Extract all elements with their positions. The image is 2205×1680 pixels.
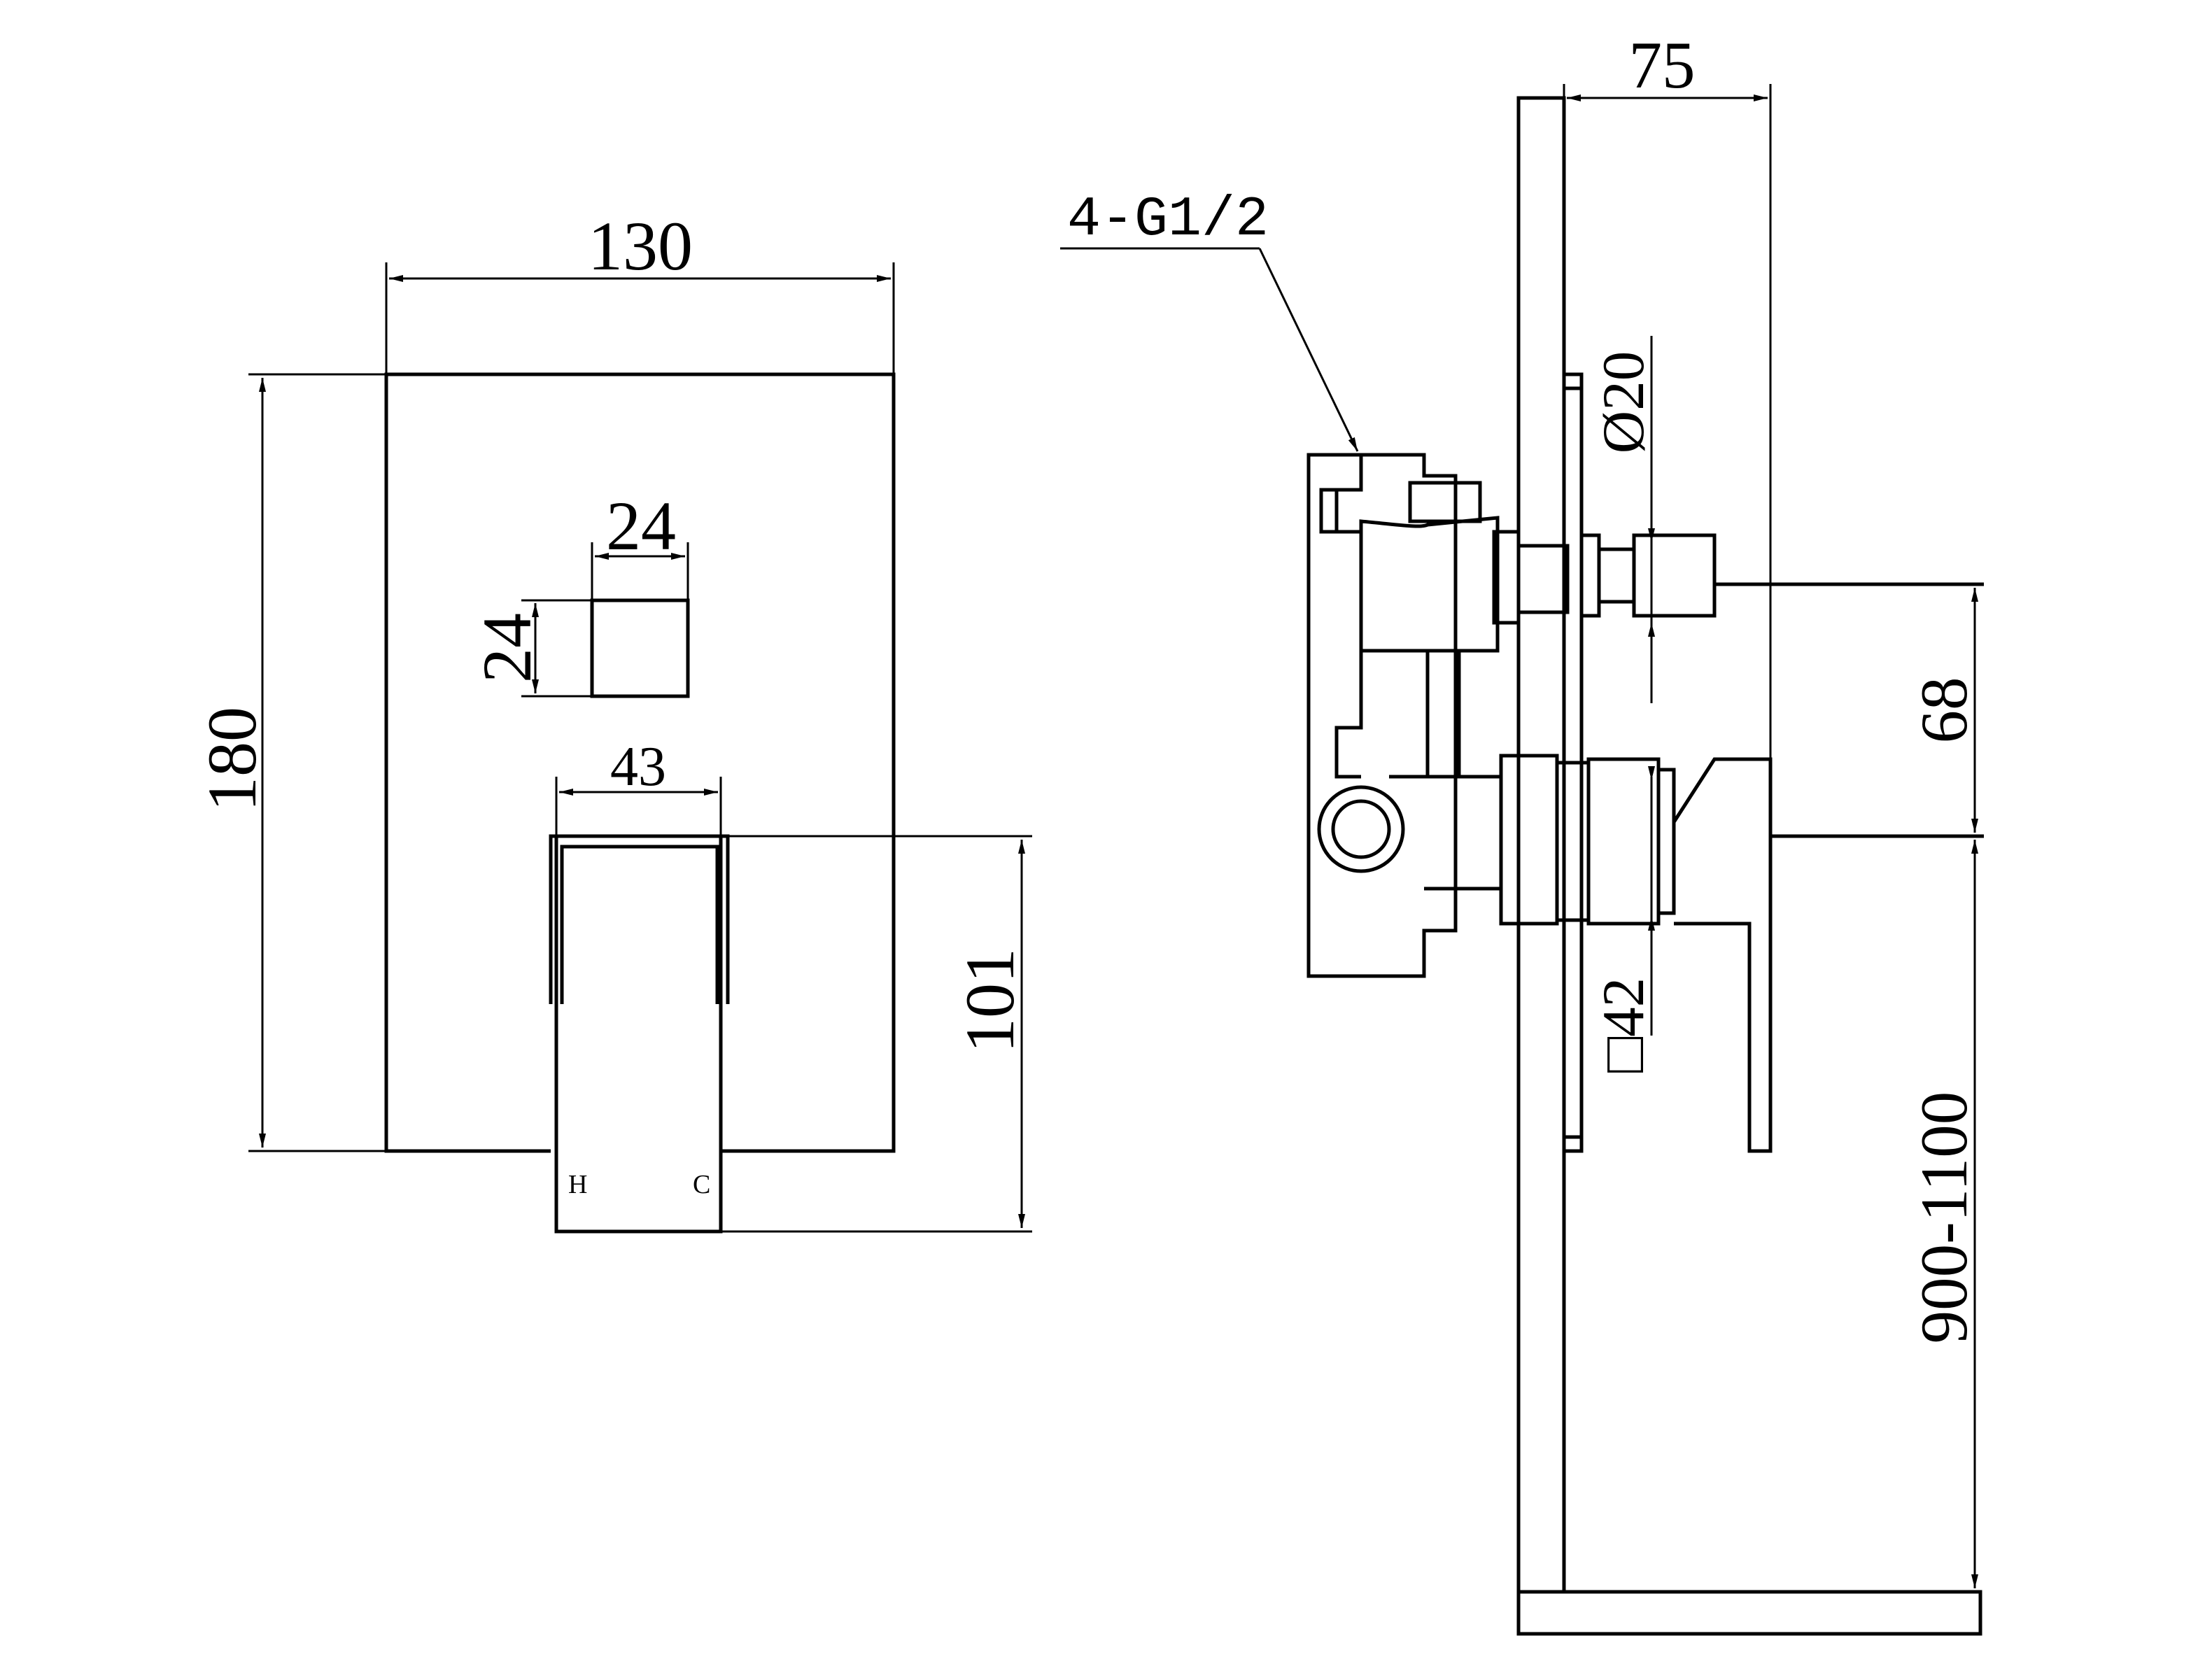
cold-label: C — [693, 1170, 710, 1199]
hot-label: H — [568, 1170, 587, 1199]
width-dimension-label: 130 — [588, 207, 693, 285]
projection-dimension-label: 75 — [1629, 28, 1696, 102]
mounting-height-label: 900-1100 — [1907, 1092, 1981, 1344]
diverter-spindle — [1579, 533, 1984, 618]
window-height-label: 24 — [468, 613, 546, 683]
spindle-diameter-label: Ø20 — [1591, 351, 1656, 453]
lever-handle — [1586, 757, 1984, 1153]
handle — [549, 834, 730, 1234]
side-view: 4-G1/2 75 Ø20 □42 68 900-1100 — [1060, 28, 1984, 1636]
spacing-dimension-label: 68 — [1907, 677, 1981, 744]
floor-section — [1516, 1590, 1982, 1636]
thread-size-label: 4-G1/2 — [1067, 188, 1269, 252]
height-dimension-label: 180 — [193, 707, 271, 812]
front-view: H C 130 180 24 24 43 101 — [193, 207, 1032, 1234]
indicator-window — [590, 598, 690, 698]
window-width-label: 24 — [606, 487, 676, 565]
valve-body — [1306, 453, 1591, 978]
handle-depth-label: 101 — [951, 948, 1029, 1053]
square-size-label: □42 — [1591, 977, 1656, 1073]
handle-width-label: 43 — [610, 736, 666, 798]
